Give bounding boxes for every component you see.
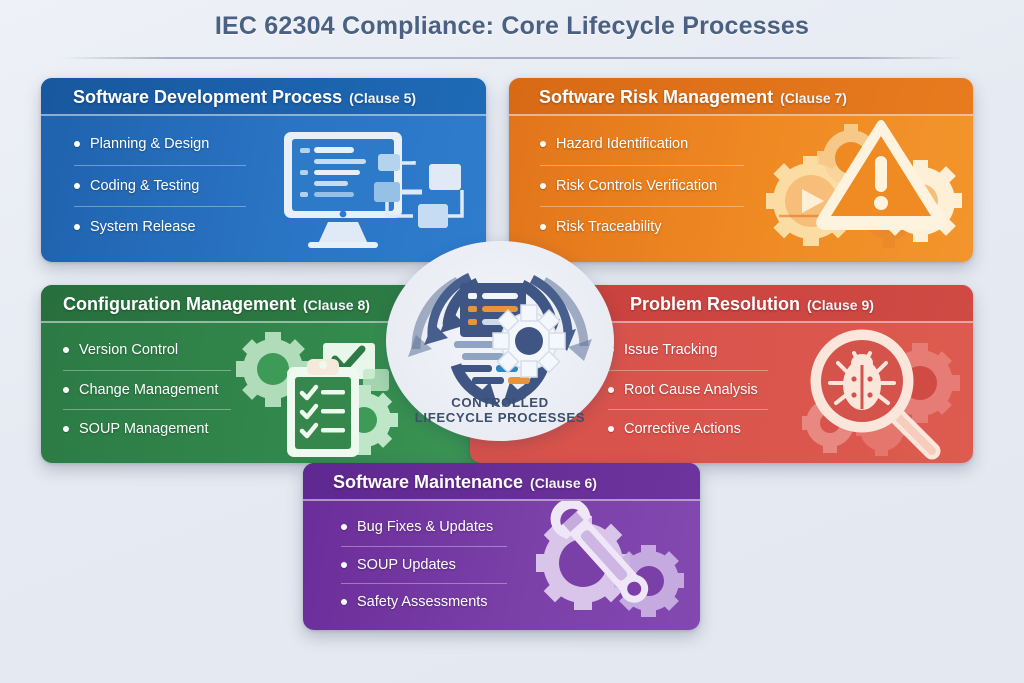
card-header: Software Risk Management (Clause 7) xyxy=(509,78,973,116)
card-software-risk-management[interactable]: Software Risk Management (Clause 7) xyxy=(509,78,973,262)
bullet-item[interactable]: Safety Assessments xyxy=(341,584,700,621)
bullet-dot xyxy=(341,524,347,531)
bullet-dot xyxy=(540,141,546,148)
bullet-label: Planning & Design xyxy=(90,136,210,152)
card-title: Configuration Management xyxy=(63,293,296,314)
card-clause: (Clause 5) xyxy=(349,89,417,106)
card-header: Software Development Process (Clause 5) xyxy=(41,78,486,116)
hub-label: CONTROLLED LIFECYCLE PROCESSES xyxy=(386,395,614,425)
card-software-maintenance[interactable]: Software Maintenance (Clause 6) xyxy=(303,463,700,630)
bullet-dot xyxy=(341,561,347,568)
bullet-label: Root Cause Analysis xyxy=(624,381,758,398)
bullet-dot xyxy=(74,141,80,148)
card-bullet-list: Hazard Identification Risk Controls Veri… xyxy=(509,116,973,248)
bullet-item[interactable]: SOUP Updates xyxy=(341,547,700,584)
title-divider xyxy=(60,57,964,59)
card-bullet-list: Version Control Change Management SOUP M… xyxy=(41,323,541,449)
bullet-divider xyxy=(63,409,231,410)
bullet-divider xyxy=(540,206,744,207)
header-divider xyxy=(303,499,700,501)
card-bullet-list: Issue Tracking Root Cause Analysis Corre… xyxy=(470,323,973,449)
bullet-item[interactable]: Risk Traceability xyxy=(540,207,973,248)
bullet-item[interactable]: SOUP Management xyxy=(63,410,541,449)
bullet-label: Risk Controls Verification xyxy=(556,177,718,194)
bullet-divider xyxy=(341,583,507,584)
bullet-divider xyxy=(608,369,768,371)
bullet-item[interactable]: Change Management xyxy=(63,371,541,410)
hub-label-line-1: CONTROLLED xyxy=(451,394,549,410)
bullet-dot xyxy=(540,182,546,189)
bullet-label: SOUP Updates xyxy=(357,556,456,573)
card-title: Software Risk Management xyxy=(539,86,774,107)
bullet-divider xyxy=(63,369,231,371)
card-clause: (Clause 6) xyxy=(530,474,597,491)
bullet-label: Corrective Actions xyxy=(624,421,741,437)
bullet-dot xyxy=(63,386,69,393)
card-bullet-list: Planning & Design Coding & Testing Syste… xyxy=(41,116,486,248)
bullet-dot xyxy=(608,386,614,393)
bullet-dot xyxy=(63,347,69,354)
bullet-item[interactable]: Issue Tracking xyxy=(608,331,973,370)
header-divider xyxy=(41,114,486,116)
bullet-label: Hazard Identification xyxy=(556,136,689,152)
bullet-item[interactable]: Version Control xyxy=(63,331,541,370)
header-divider xyxy=(41,321,541,323)
header: IEC 62304 Compliance: Core Lifecycle Pro… xyxy=(0,12,1024,41)
bullet-label: Safety Assessments xyxy=(357,594,488,610)
cycle-arrows-document-gear-icon xyxy=(408,272,592,407)
card-title: Problem Resolution xyxy=(630,293,801,314)
bullet-label: System Release xyxy=(90,219,196,235)
header-divider xyxy=(470,321,973,323)
controlled-lifecycle-hub: CONTROLLED LIFECYCLE PROCESSES xyxy=(386,241,614,441)
page-title: IEC 62304 Compliance: Core Lifecycle Pro… xyxy=(214,12,810,40)
bullet-item[interactable]: Coding & Testing xyxy=(74,166,486,207)
bullet-label: Issue Tracking xyxy=(624,342,718,358)
card-clause: (Clause 7) xyxy=(780,89,847,106)
header-divider xyxy=(509,114,973,116)
bullet-label: Version Control xyxy=(79,342,179,358)
bullet-divider xyxy=(608,409,768,410)
card-software-development-process[interactable]: Software Development Process (Clause 5) xyxy=(41,78,486,262)
card-title: Software Development Process xyxy=(73,86,343,107)
card-clause: (Clause 8) xyxy=(303,296,370,313)
bullet-dot xyxy=(608,426,614,433)
card-clause: (Clause 9) xyxy=(807,296,874,313)
bullet-dot xyxy=(63,426,69,433)
bullet-dot xyxy=(540,224,546,231)
bullet-item[interactable]: Bug Fixes & Updates xyxy=(341,509,700,546)
card-header: Software Maintenance (Clause 6) xyxy=(303,463,700,501)
bullet-divider xyxy=(341,545,507,547)
bullet-label: Risk Traceability xyxy=(556,219,662,235)
bullet-item[interactable]: Risk Controls Verification xyxy=(540,166,973,207)
card-bullet-list: Bug Fixes & Updates SOUP Updates Safety … xyxy=(303,501,700,621)
hub-label-line-2: LIFECYCLE PROCESSES xyxy=(414,409,586,425)
bullet-divider xyxy=(74,206,246,207)
bullet-item[interactable]: Hazard Identification xyxy=(540,124,973,165)
card-title: Software Maintenance xyxy=(333,471,524,492)
bullet-item[interactable]: System Release xyxy=(74,207,486,248)
bullet-label: SOUP Management xyxy=(79,421,209,437)
bullet-divider xyxy=(74,164,246,166)
bullet-divider xyxy=(540,164,744,166)
bullet-label: Bug Fixes & Updates xyxy=(357,519,494,535)
bullet-dot xyxy=(74,182,80,189)
bullet-item[interactable]: Root Cause Analysis xyxy=(608,371,973,410)
bullet-item[interactable]: Corrective Actions xyxy=(608,410,973,449)
bullet-label: Change Management xyxy=(79,381,219,398)
bullet-label: Coding & Testing xyxy=(90,177,200,194)
bullet-dot xyxy=(74,224,80,231)
bullet-dot xyxy=(341,599,347,606)
bullet-item[interactable]: Planning & Design xyxy=(74,124,486,165)
